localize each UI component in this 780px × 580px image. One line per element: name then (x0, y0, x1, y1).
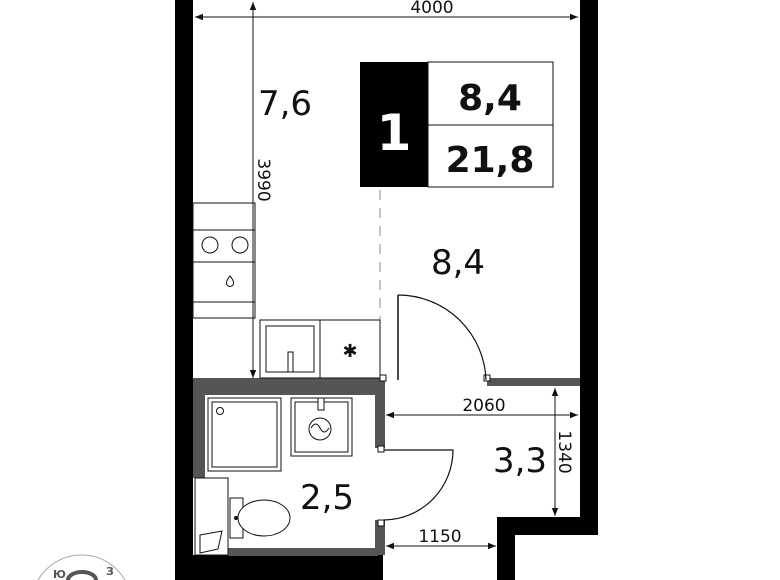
kitchen-depth-label: 3990 (253, 158, 273, 201)
door-jamb (377, 519, 385, 527)
compass-west: З (106, 565, 114, 578)
bathroom-right-partition-bottom (375, 520, 385, 555)
hall-width-label: 2060 (462, 396, 505, 416)
rooms-count-box (360, 62, 428, 187)
right-wall (580, 0, 598, 535)
bottom-wall (175, 555, 383, 580)
compass-arrow-icon (66, 570, 98, 580)
compass: Ю З (37, 554, 126, 580)
water-drop-icon (225, 275, 235, 287)
stove-burner-icon (201, 236, 219, 254)
kitchen-area-label: 7,6 (258, 84, 312, 124)
door-jamb (377, 445, 385, 453)
bathroom-door-swing (383, 449, 454, 521)
left-wall (175, 0, 193, 580)
rooms-count: 1 (377, 104, 412, 162)
fridge-icon: ✱ (342, 341, 357, 362)
stove-burner-icon (231, 236, 249, 254)
compass-south: Ю (53, 568, 66, 580)
hall-partition (487, 378, 580, 386)
bathroom-top-partition (193, 378, 385, 395)
hall-depth-label: 1340 (554, 430, 574, 473)
door-jamb (483, 374, 491, 382)
bathroom-fixtures (194, 397, 353, 556)
kitchen-cabinets (192, 202, 381, 379)
room-door-swing (397, 294, 487, 381)
top-width-label: 4000 (410, 0, 453, 18)
compass-ring (37, 554, 126, 580)
door-jamb (379, 374, 387, 382)
fridge (319, 319, 381, 379)
entry-step-wall (497, 517, 598, 580)
total-area: 21,8 (446, 140, 535, 181)
entry-width-label: 1150 (418, 527, 461, 547)
bathroom-bottom-partition (228, 548, 378, 556)
bathroom-right-partition-top (375, 378, 385, 448)
hall-area-label: 3,3 (493, 441, 547, 481)
living-area: 8,4 (458, 78, 522, 119)
toilet-bowl (237, 499, 291, 537)
bathroom-area-label: 2,5 (300, 478, 354, 518)
room-area-label: 8,4 (431, 243, 485, 283)
bathroom-left-partition (193, 395, 205, 478)
